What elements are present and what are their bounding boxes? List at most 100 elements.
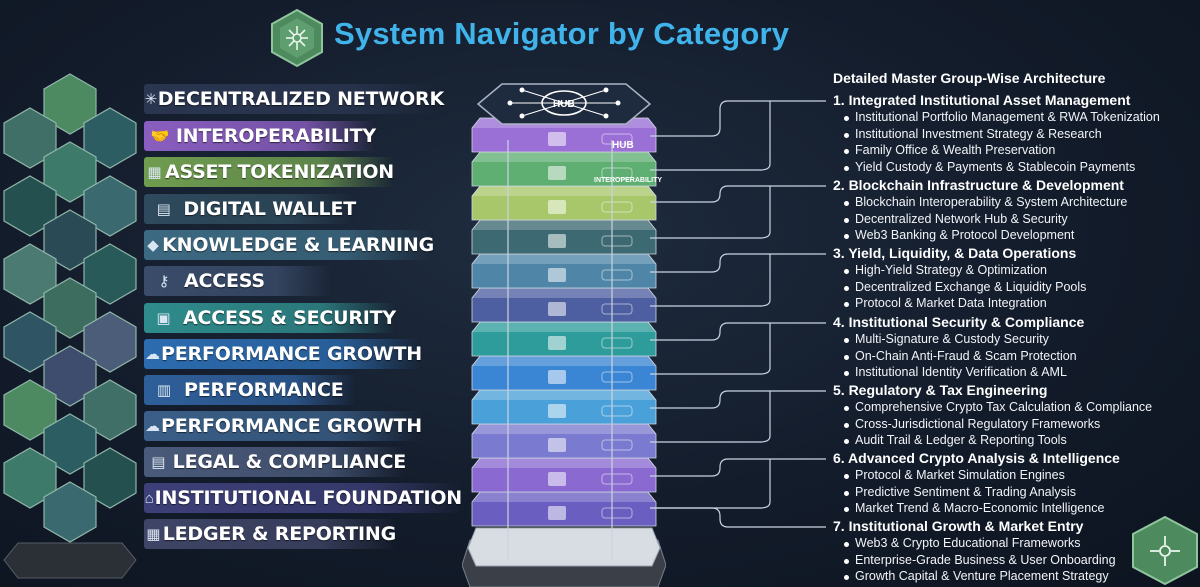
hex-cell [3, 447, 57, 509]
tower-layer-7 [471, 321, 657, 357]
category-label: ACCESS & SECURITY [183, 307, 396, 329]
lock-icon: ▣ [156, 310, 171, 327]
connector-group-5 [650, 390, 826, 409]
handshake-icon: 🤝 [150, 128, 170, 145]
category-label: DIGITAL WALLET [183, 198, 356, 220]
category-item-3[interactable]: ▦ASSET TOKENIZATION [144, 157, 394, 187]
corner-hub-badge-icon [1132, 515, 1198, 586]
title-hub-badge-icon [271, 8, 323, 68]
connector-branch [650, 254, 771, 307]
category-item-6[interactable]: ⚷ACCESS [144, 266, 334, 296]
building-icon: ⌂ [144, 489, 154, 507]
connector-group-1 [650, 100, 826, 137]
category-item-7[interactable]: ▣ ACCESS & SECURITY [144, 303, 396, 333]
layer-icon [548, 132, 566, 146]
group-item: Institutional Portfolio Management & RWA… [844, 110, 1160, 124]
group-item: Growth Capital & Venture Placement Strat… [844, 569, 1109, 583]
category-item-12[interactable]: ⌂INSTITUTIONAL FOUNDATION [144, 483, 462, 513]
group-title-7: 7. Institutional Growth & Market Entry [833, 518, 1084, 534]
connector-branch [650, 101, 771, 171]
category-item-10[interactable]: ☁PERFORMANCE GROWTH [144, 411, 422, 441]
category-item-2[interactable]: 🤝 INTEROPERABILITY [144, 121, 376, 151]
group-item: Blockchain Interoperability & System Arc… [843, 195, 1128, 209]
layer-icon [548, 268, 566, 282]
layer-icon [548, 234, 566, 248]
category-label: DECENTRALIZED NETWORK [157, 88, 444, 110]
connector-branch [650, 459, 771, 509]
category-item-5[interactable]: ◆KNOWLEDGE & LEARNING [144, 230, 434, 260]
category-item-4[interactable]: ▤DIGITAL WALLET [144, 194, 356, 224]
hex-cell [43, 413, 97, 475]
hub-cap: HUB [476, 83, 652, 125]
tower-layer-6 [471, 287, 657, 323]
tower-layer-9 [471, 389, 657, 425]
category-label: LEDGER & REPORTING [162, 523, 396, 545]
category-label: INSTITUTIONAL FOUNDATION [154, 487, 463, 509]
group-item: Comprehensive Crypto Tax Calculation & C… [843, 400, 1153, 414]
chart-icon: ▥ [156, 382, 172, 399]
group-title-2: 2. Blockchain Infrastructure & Developme… [833, 177, 1124, 193]
group-item: Market Trend & Macro-Economic Intelligen… [843, 501, 1105, 515]
layer-icon [548, 404, 566, 418]
layer-icon [548, 166, 566, 180]
group-item: Predictive Sentiment & Trading Analysis [844, 484, 1076, 499]
category-label: ACCESS [184, 270, 265, 292]
group-title-3: 3. Yield, Liquidity, & Data Operations [833, 245, 1077, 261]
diamond-icon: ◆ [147, 237, 159, 254]
hex-cell [43, 73, 97, 135]
category-item-13[interactable]: ▦LEDGER & REPORTING [144, 519, 396, 549]
hex-cell [3, 243, 57, 305]
hex-cell [83, 107, 137, 169]
group-item: Institutional Identity Verification & AM… [844, 365, 1067, 379]
hex-cell [43, 277, 97, 339]
hex-cell [3, 107, 57, 169]
category-label: PERFORMANCE GROWTH [161, 343, 422, 365]
category-label: PERFORMANCE [184, 379, 344, 401]
page-title: System Navigator by Category [334, 16, 790, 51]
category-item-1[interactable]: ✳DECENTRALIZED NETWORK [144, 84, 444, 114]
group-item: Decentralized Exchange & Liquidity Pools [843, 279, 1087, 294]
tower-layer-3 [471, 185, 657, 221]
network-icon: ✳ [144, 91, 158, 108]
connector-branch [650, 186, 771, 239]
hex-cell [83, 447, 137, 509]
category-item-9[interactable]: ▥ PERFORMANCE [144, 375, 358, 405]
connector-group-3 [650, 253, 826, 273]
category-label: LEGAL & COMPLIANCE [172, 451, 407, 473]
layer-icon [548, 472, 566, 486]
layer-icon [548, 370, 566, 384]
group-item: Family Office & Wealth Preservation [843, 143, 1056, 157]
group-item: Yield Custody & Payments & Stablecoin Pa… [843, 159, 1136, 174]
layer-icon [548, 506, 566, 520]
tower-layer-11 [471, 457, 657, 493]
token-icon: ▦ [147, 164, 162, 181]
hex-cell [83, 175, 137, 237]
connector-group-7 [650, 507, 826, 528]
category-label: INTEROPERABILITY [175, 125, 376, 147]
group-item: High-Yield Strategy & Optimization [844, 263, 1047, 277]
hex-cell [83, 243, 137, 305]
category-item-8[interactable]: ☁PERFORMANCE GROWTH [144, 339, 422, 369]
group-title-1: 1. Integrated Institutional Asset Manage… [833, 92, 1131, 108]
group-item: Audit Trail & Ledger & Reporting Tools [844, 433, 1067, 447]
layer-icon [548, 438, 566, 452]
group-title-6: 6. Advanced Crypto Analysis & Intelligen… [833, 450, 1120, 466]
category-label: PERFORMANCE GROWTH [161, 415, 422, 437]
group-item: Cross-Jurisdictional Regulatory Framewor… [843, 416, 1101, 431]
hex-cell [43, 345, 97, 407]
group-item: Web3 & Crypto Educational Frameworks [844, 536, 1081, 550]
group-item: Multi-Signature & Custody Security [844, 332, 1049, 346]
category-item-11[interactable]: ▤LEGAL & COMPLIANCE [144, 447, 406, 477]
category-label: ASSET TOKENIZATION [164, 161, 394, 183]
hex-cell [83, 311, 137, 373]
group-item: Protocol & Market Simulation Engines [844, 468, 1065, 482]
tower-layer-12 [471, 491, 657, 527]
group-item: Protocol & Market Data Integration [844, 296, 1047, 310]
connector-group-4 [650, 322, 826, 341]
group-item: Enterprise-Grade Business & User Onboard… [844, 552, 1116, 567]
tower-layer-8 [471, 355, 657, 391]
group-title-4: 4. Institutional Security & Compliance [833, 314, 1085, 330]
tower-layer-5 [471, 253, 657, 289]
group-item: Web3 Banking & Protocol Development [843, 228, 1075, 242]
layer-icon [548, 200, 566, 214]
